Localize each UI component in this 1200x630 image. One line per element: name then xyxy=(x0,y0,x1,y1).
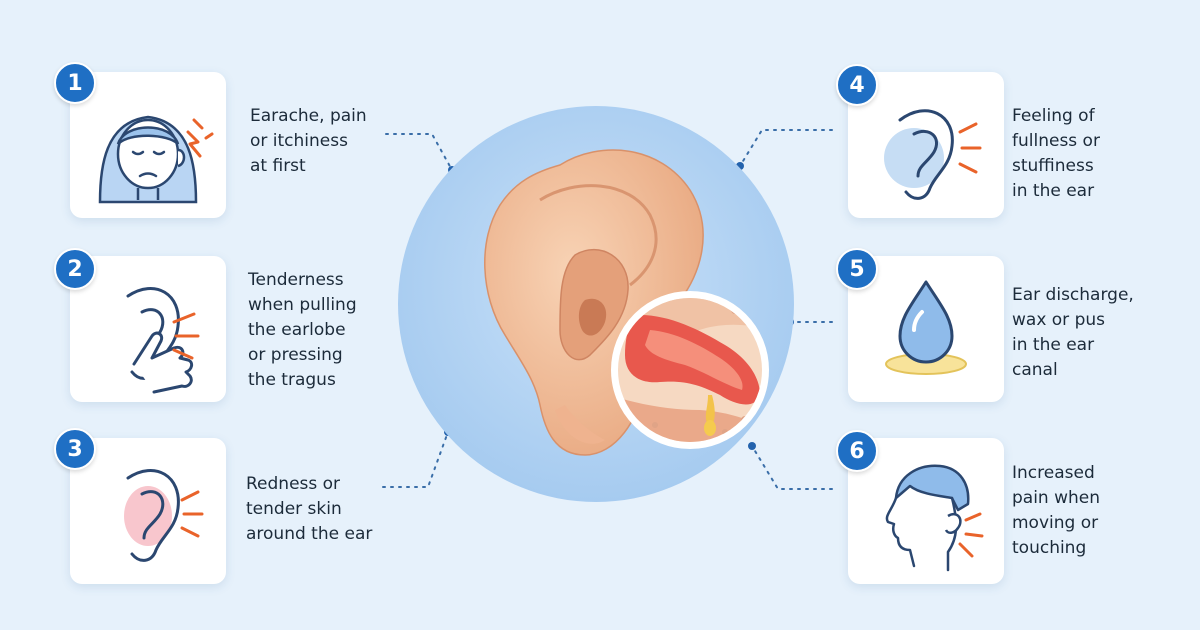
symptom-card-2 xyxy=(70,256,226,402)
finger-pressing-ear-icon xyxy=(126,286,200,394)
step-badge-5: 5 xyxy=(836,248,878,290)
red-ear-icon xyxy=(124,468,204,562)
symptom-label-2: Tenderness when pulling the earlobe or p… xyxy=(248,270,357,390)
woman-earache-icon xyxy=(98,115,214,204)
symptom-label-5: Ear discharge, wax or pus in the ear can… xyxy=(1012,285,1134,380)
head-ear-pain-icon xyxy=(885,464,984,572)
symptom-card-1 xyxy=(70,72,226,218)
step-badge-3: 3 xyxy=(54,428,96,470)
symptom-card-5 xyxy=(848,256,1004,402)
ear-fullness-icon xyxy=(884,109,982,200)
step-badge-2: 2 xyxy=(54,248,96,290)
step-badge-6: 6 xyxy=(836,430,878,472)
symptom-label-4: Feeling of fullness or stuffiness in the… xyxy=(1012,106,1100,201)
step-badge-1: 1 xyxy=(54,62,96,104)
symptom-label-6: Increased pain when moving or touching xyxy=(1012,463,1101,558)
discharge-drop-icon xyxy=(885,280,967,375)
symptom-card-3 xyxy=(70,438,226,584)
symptom-label-1: Earache, pain or itchiness at first xyxy=(250,106,367,176)
symptom-label-3: Redness or tender skin around the ear xyxy=(246,474,373,544)
step-badge-4: 4 xyxy=(836,64,878,106)
